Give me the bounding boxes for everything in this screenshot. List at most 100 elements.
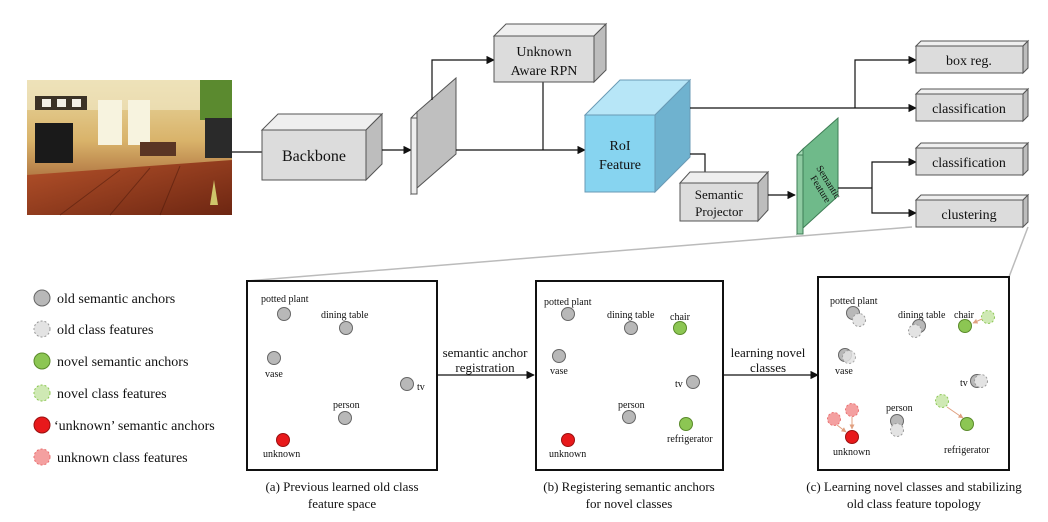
legend-old-feature-marker <box>33 320 51 338</box>
semantic-feature-slab: Semantic Feature <box>796 116 843 236</box>
output-classification-top: classification <box>914 87 1030 123</box>
panel-c-label-chair: chair <box>954 310 975 321</box>
panel-b-anchor-unknown <box>561 433 575 447</box>
feature-map-slab <box>410 76 457 196</box>
panel-c-label-potted-plant: potted plant <box>830 296 878 307</box>
panel-c-feature-unknown-1 <box>827 412 841 426</box>
panel-a-caption-line2: feature space <box>308 496 376 511</box>
panel-a-label-tv: tv <box>417 382 425 393</box>
panel-a-label-person: person <box>333 400 360 411</box>
panel-b-anchor-vase <box>552 349 566 363</box>
legend-unknown-anchor-label: ‘unknown’ semantic anchors <box>54 419 215 434</box>
legend: old semantic anchors old class features … <box>33 289 215 466</box>
panel-b-anchor-dining-table <box>624 321 638 335</box>
clustering-label: clustering <box>941 208 996 223</box>
legend-old-anchor-label: old semantic anchors <box>57 292 175 307</box>
output-clustering: clustering <box>914 193 1030 229</box>
legend-old-anchor-marker <box>33 289 51 307</box>
legend-unknown-anchor-marker <box>33 416 51 434</box>
panel-c-caption-line1: (c) Learning novel classes and stabilizi… <box>806 479 1022 494</box>
panel-b-label-tv: tv <box>675 379 683 390</box>
roi-label-line1: RoI <box>610 139 631 154</box>
panel-b-label-unknown: unknown <box>549 449 586 460</box>
roi-to-boxreg-arrow <box>854 55 917 108</box>
unknown-aware-rpn-block: Unknown Aware RPN <box>492 22 608 84</box>
rpn-label-line2: Aware RPN <box>511 64 578 79</box>
panel-c-label-person: person <box>886 403 913 414</box>
output-box-reg: box reg. <box>914 39 1030 75</box>
projector-label-line1: Semantic <box>695 187 744 202</box>
legend-novel-feature-label: novel class features <box>57 387 167 402</box>
panel-c-caption-line2: old class feature topology <box>847 496 981 511</box>
legend-unknown-feature-label: unknown class features <box>57 451 188 466</box>
panel-c-label-vase: vase <box>835 366 853 377</box>
panel-c-anchor-unknown <box>845 430 859 444</box>
panel-b-anchor-chair <box>673 321 687 335</box>
panel-a-label-potted-plant: potted plant <box>261 294 309 305</box>
panel-c-unknown-drift-arrow-1 <box>836 424 847 433</box>
semantic-projector-block: Semantic Projector <box>678 170 770 223</box>
panel-a-label-vase: vase <box>265 369 283 380</box>
roi-to-projector-line <box>690 153 706 172</box>
semfeat-to-clustering-arrow <box>871 188 917 218</box>
panel-c-feature-chair <box>981 310 995 324</box>
panel-c-label-unknown: unknown <box>833 447 870 458</box>
panel-c-label-tv: tv <box>960 378 968 389</box>
panel-b-caption-line1: (b) Registering semantic anchors <box>543 479 714 494</box>
panel-c-feature-refrigerator <box>935 394 949 408</box>
legend-novel-anchor-marker <box>33 352 51 370</box>
panel-c-anchor-chair <box>958 319 972 333</box>
panel-c-feature-potted-plant <box>852 313 866 327</box>
panel-c-feature-tv <box>974 374 988 388</box>
panel-b-label-refrigerator: refrigerator <box>667 434 713 445</box>
panel-c-feature-vase <box>842 350 856 364</box>
roi-feature-cube: RoI Feature <box>583 78 692 194</box>
input-room-image <box>27 80 232 216</box>
box-reg-label: box reg. <box>946 54 992 69</box>
panel-c-label-dining-table: dining table <box>898 310 946 321</box>
semfeat-to-classification-arrow <box>871 157 917 188</box>
legend-novel-feature-marker <box>33 384 51 402</box>
panel-c-feature-dining-table <box>908 324 922 338</box>
panel-a-anchor-dining-table <box>339 321 353 335</box>
panel-a-anchor-vase <box>267 351 281 365</box>
fm-to-rpn-arrow <box>431 55 495 100</box>
panel-c-feature-unknown-2 <box>845 403 859 417</box>
legend-novel-anchor-label: novel semantic anchors <box>57 355 188 370</box>
classification-top-label: classification <box>932 102 1006 117</box>
panel-c-anchor-refrigerator <box>960 417 974 431</box>
panel-c-label-refrigerator: refrigerator <box>944 445 990 456</box>
panel-a-label-unknown: unknown <box>263 449 300 460</box>
panel-b-label-person: person <box>618 400 645 411</box>
transition-bc-line2: classes <box>750 360 786 375</box>
panel-b-anchor-refrigerator <box>679 417 693 431</box>
panel-b-caption-line2: for novel classes <box>586 496 673 511</box>
rpn-label-line1: Unknown <box>516 45 571 60</box>
panel-b-anchor-person <box>622 410 636 424</box>
panel-b-label-chair: chair <box>670 312 691 323</box>
zoom-line-right <box>1008 226 1029 278</box>
transition-bc-line1: learning novel <box>731 345 806 360</box>
panel-a-anchor-person <box>338 411 352 425</box>
panel-a-anchor-potted-plant <box>277 307 291 321</box>
transition-ab-line1: semantic anchor <box>443 345 528 360</box>
backbone-label: Backbone <box>282 148 346 165</box>
panel-a-anchor-unknown <box>276 433 290 447</box>
panel-a-anchor-tv <box>400 377 414 391</box>
roi-label-line2: Feature <box>599 158 641 173</box>
panel-c-refrigerator-drift-arrow <box>946 406 964 419</box>
panel-a: potted plant dining table vase tv person… <box>246 280 438 511</box>
panel-b-label-vase: vase <box>550 366 568 377</box>
panel-b-anchor-potted-plant <box>561 307 575 321</box>
legend-unknown-feature-marker <box>33 448 51 466</box>
panel-c-feature-person <box>890 423 904 437</box>
panel-b-label-dining-table: dining table <box>607 310 655 321</box>
projector-label-line2: Projector <box>695 204 743 219</box>
backbone-block: Backbone <box>260 112 384 182</box>
output-classification-bottom: classification <box>914 141 1030 177</box>
classification-bottom-label: classification <box>932 156 1006 171</box>
panel-c-chair-drift-arrow <box>972 318 983 324</box>
transition-ab-line2: registration <box>455 360 515 375</box>
panel-b-label-potted-plant: potted plant <box>544 297 592 308</box>
